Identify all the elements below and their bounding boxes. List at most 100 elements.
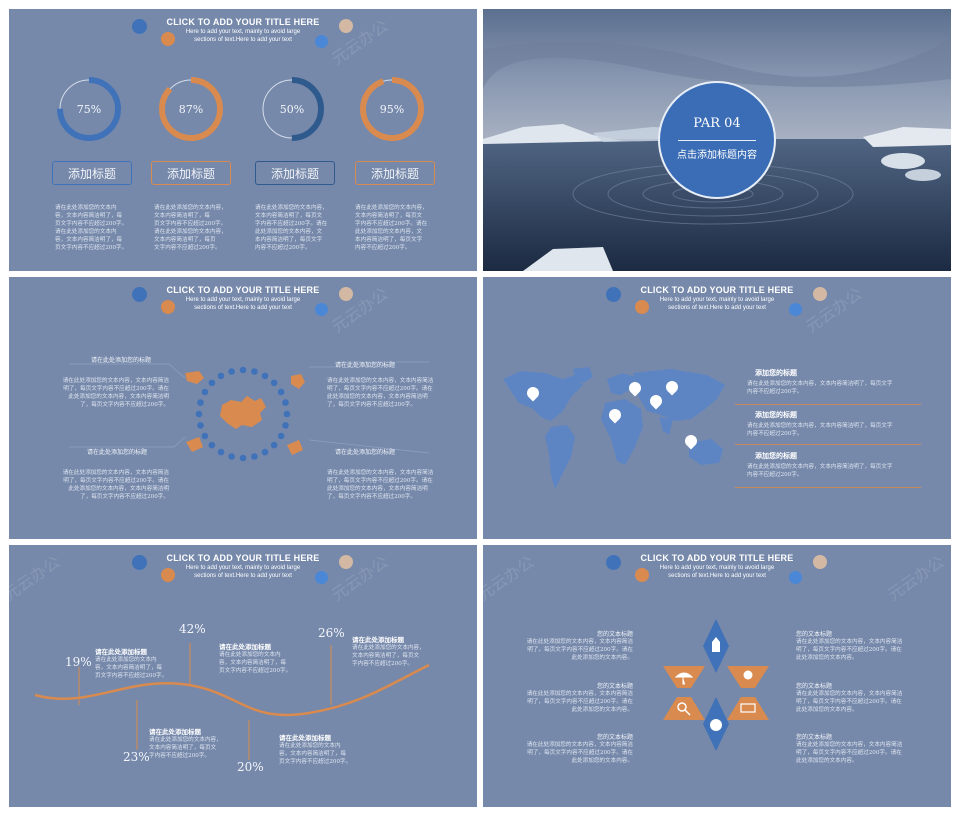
title-box-1[interactable]: 添加标题 [52,161,132,185]
header-dot-blue [132,287,147,302]
text-block-right-3: 您的文本标题 请在此处添加您的文本内容，文本内容简洁明了，每页文字内容不应超过2… [796,734,903,764]
ring-dot [270,379,278,387]
slide-title[interactable]: CLICK TO ADD YOUR TITLE HERE [640,553,794,563]
percent-26: 26% [318,626,345,640]
header-dot-orange [161,300,175,314]
slide-subtitle: Here to add your text, mainly to avoid l… [659,297,775,311]
header-dot-lightblue [789,303,802,316]
slide-title[interactable]: CLICK TO ADD YOUR TITLE HERE [640,285,794,295]
ring-text-3: 请在此处添加您的文本内容，文本内容简洁明了，每页文字内容不应超过200字。请在此… [255,205,328,251]
header-dot-lightblue [315,571,328,584]
text-block-right-1: 您的文本标题 请在此处添加您的文本内容，文本内容简洁明了，每页文字内容不应超过2… [796,631,903,661]
world-map [503,367,725,489]
ring-arc-1 [57,77,121,141]
item-title-1: 添加您的标题 [755,369,797,377]
parallelogram-left-bottom [663,697,705,720]
australia-shape [689,439,723,465]
ring-dot [239,366,247,374]
header-dot-orange [635,300,649,314]
item-title-2: 添加您的标题 [755,411,797,419]
header-dot-lightblue [789,571,802,584]
ring-text-2: 请在此处添加您的文本内容，文本内容简洁明了，每页文字内容不应超过200字。请在此… [154,205,227,251]
header-dot-blue [132,19,147,34]
item-text-2: 请在此处添加您的文本内容，文本内容简洁明了，每页文字内容不应超过200字。 [747,423,893,437]
text-top-right: 请在此处添加您的文本内容，文本内容简洁明了，每页文字内容不应超过200字。请在此… [327,378,434,408]
slide-subtitle: Here to add your text, mainly to avoid l… [659,565,775,579]
globe-icon [710,719,722,731]
slide-title[interactable]: CLICK TO ADD YOUR TITLE HERE [166,285,320,295]
timeline-item-1: 请在此处添加标题 请在此处添加您的文本内容，文本内容简洁明了，每页文字内容不应超… [95,648,168,679]
text-top-left: 请在此处添加您的文本内容，文本内容简洁明了，每页文字内容不应超过200字。请在此… [62,378,169,408]
header-dot-beige [813,555,827,569]
slide-4-world-map[interactable]: 元云办公 CLICK TO ADD YOUR TITLE HERE Here t… [483,277,951,539]
province-shape-2 [291,374,305,389]
ring-dot [197,399,204,406]
ring-arc-3 [260,77,324,141]
heading-bottom-right: 请在此处添加您的标题 [335,449,396,456]
item-text-3: 请在此处添加您的文本内容，文本内容简洁明了，每页文字内容不应超过200字。 [747,464,893,478]
heading-bottom-left: 请在此处添加您的标题 [87,449,148,456]
title-box-4[interactable]: 添加标题 [355,161,435,185]
ring-dot [282,422,289,429]
bulb-icon [743,670,753,680]
south-america-shape [545,425,575,489]
icon-diamond-graphic [663,619,769,751]
india-shape [659,417,673,435]
ring-label-2: 87% [179,103,203,116]
ring-dot [208,441,216,449]
title-box-2[interactable]: 添加标题 [151,161,231,185]
ring-dot [277,432,285,440]
text-block-left-1: 您的文本标题 请在此处添加您的文本内容，文本内容简洁明了，每页文字内容不应超过2… [526,631,633,661]
text-bottom-left: 请在此处添加您的文本内容，文本内容简洁明了，每页文字内容不应超过200字。请在此… [62,470,169,500]
ring-dot [228,453,235,460]
text-block-right-2: 您的文本标题 请在此处添加您的文本内容，文本内容简洁明了，每页文字内容不应超过2… [796,683,903,713]
header-dot-beige [813,287,827,301]
slide-1-progress-rings[interactable]: 元云办公 CLICK TO ADD YOUR TITLE HERE Here t… [9,9,477,271]
header-dot-orange [161,32,175,46]
timeline-curve [34,643,430,760]
north-america-shape [503,371,583,421]
header-dot-orange [635,568,649,582]
province-shape-4 [287,440,303,455]
header-dot-blue [606,555,621,570]
laptop-icon [740,703,756,713]
item-divider-3 [735,487,921,488]
badge-divider [678,140,756,141]
ring-dot [208,379,216,387]
heading-top-left: 请在此处添加您的标题 [91,357,152,364]
header-dot-blue [606,287,621,302]
slide-6-icon-diamond[interactable]: 元云办公 元云办公 CLICK TO ADD YOUR TITLE HERE H… [483,545,951,807]
timeline-item-5: 请在此处添加标题 请在此处添加您的文本内容，文本内容简洁明了，每页文字内容不应超… [279,734,352,765]
ring-dot [261,372,269,380]
title-box-3[interactable]: 添加标题 [255,161,335,185]
slide-title[interactable]: CLICK TO ADD YOUR TITLE HERE [166,553,320,563]
text-block-left-3: 您的文本标题 请在此处添加您的文本内容，文本内容简洁明了，每页文字内容不应超过2… [526,734,633,764]
ring-dot [277,388,285,396]
timeline-item-3: 请在此处添加标题 请在此处添加您的文本内容，文本内容简洁明了，每页文字内容不应超… [352,636,425,667]
ring-arc-4 [360,77,424,141]
ring-dot [261,448,269,456]
slide-5-curve-timeline[interactable]: 元云办公 元云办公 CLICK TO ADD YOUR TITLE HERE H… [9,545,477,807]
heading-top-right: 请在此处添加您的标题 [335,362,396,369]
greenland-shape [573,367,593,383]
iceberg-lake-photo [483,9,951,271]
slide-title[interactable]: CLICK TO ADD YOUR TITLE HERE [166,17,320,27]
africa-shape [601,399,643,465]
header-dot-lightblue [315,35,328,48]
ring-dot [251,453,258,460]
section-badge[interactable]: PAR 04 点击添加标题内容 [658,81,776,199]
ring-dot [195,410,203,418]
percent-19: 19% [65,655,92,669]
slide-2-section-cover[interactable]: PAR 04 点击添加标题内容 [483,9,951,271]
ring-text-1: 请在此处添加您的文本内容，文本内容简洁明了，每页文字内容不应超过200字。请在此… [55,205,128,251]
timeline-item-4: 请在此处添加标题 请在此处添加您的文本内容，文本内容简洁明了，每页文字内容不应超… [149,728,222,759]
text-bottom-right: 请在此处添加您的文本内容，文本内容简洁明了，每页文字内容不应超过200字。请在此… [327,470,434,500]
parallelogram-right-bottom [727,697,769,720]
ring-dot [239,454,247,462]
umbrella-icon [674,672,694,685]
slide-3-china-map[interactable]: 元云办公 CLICK TO ADD YOUR TITLE HERE Here t… [9,277,477,539]
header-dot-beige [339,287,353,301]
timeline-item-2: 请在此处添加标题 请在此处添加您的文本内容，文本内容简洁明了，每页文字内容不应超… [219,643,292,674]
text-block-left-2: 您的文本标题 请在此处添加您的文本内容，文本内容简洁明了，每页文字内容不应超过2… [526,683,633,713]
ring-label-1: 75% [77,103,101,116]
